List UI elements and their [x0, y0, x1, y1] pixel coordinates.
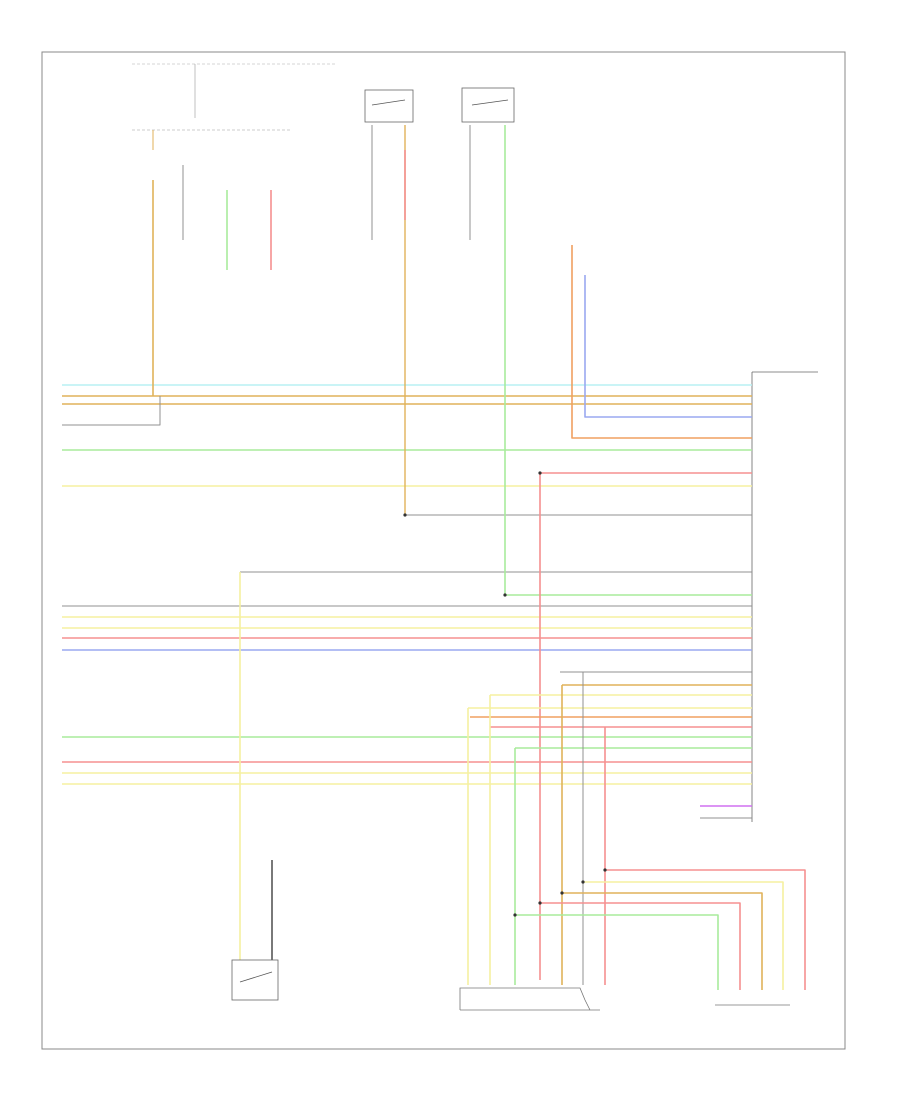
splice-55	[538, 471, 542, 475]
wire-52	[540, 902, 741, 990]
wire-4	[62, 396, 161, 426]
splice-60	[513, 913, 517, 917]
wire-26	[504, 125, 752, 596]
wire-29	[584, 275, 752, 418]
upper-left-harness	[132, 63, 335, 131]
wire-28	[571, 245, 752, 439]
wire-51	[562, 892, 763, 990]
splice-56	[503, 593, 507, 597]
wire-53	[515, 914, 719, 990]
splice-59	[538, 901, 542, 905]
switch-upper-right	[461, 87, 515, 123]
splice-61	[603, 868, 607, 872]
bottom-center-connector	[459, 987, 600, 1011]
ecu-connector-block	[751, 371, 818, 822]
wires	[62, 125, 806, 990]
wire-49	[605, 869, 806, 990]
splice-57	[581, 880, 585, 884]
lower-left-switch	[231, 959, 279, 1001]
diagram-frame	[41, 51, 846, 1050]
switch-upper-center	[364, 89, 414, 123]
splice-58	[560, 891, 564, 895]
wire-50	[583, 881, 784, 990]
splice-54	[403, 513, 407, 517]
